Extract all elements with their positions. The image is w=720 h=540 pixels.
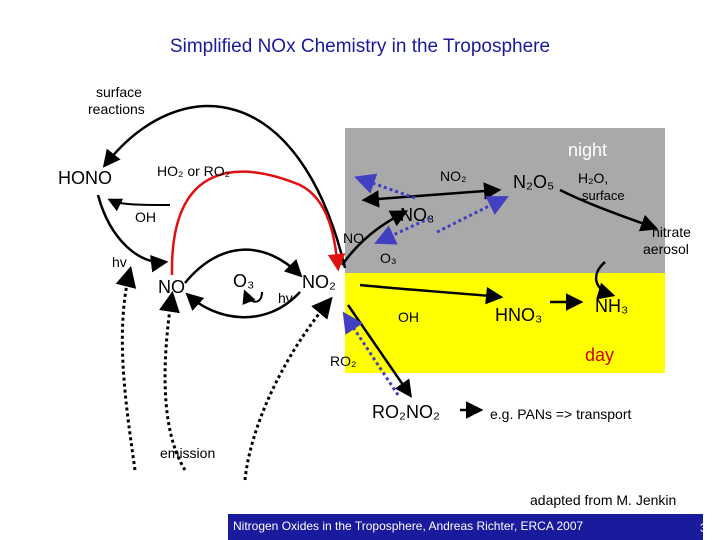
o3-mid-label: O₃ [380, 250, 397, 266]
n2o5-label: N₂O₅ [513, 172, 555, 192]
ro2no2-decay-arrow [342, 311, 400, 396]
no3-photolysis-arrow [354, 173, 416, 200]
night-label: night [568, 140, 608, 160]
n2o5-blue-arrow [436, 196, 509, 234]
footer-bar [228, 514, 703, 540]
n2o5-hydrolysis-arrow [559, 188, 659, 232]
nh3-label: NH₃ [595, 296, 629, 316]
ho2-ro2-label: HO₂ or RO₂ [157, 163, 231, 179]
hv-mid-label: hv [278, 290, 293, 306]
hv-left-label: hv [112, 254, 127, 270]
h2o-label: H₂O, [578, 170, 609, 186]
no2-night-label: NO₂ [440, 168, 467, 184]
day-label: day [585, 345, 615, 365]
no-mid-label: NO [343, 230, 364, 246]
hono-label: HONO [58, 168, 112, 188]
emission-label: emission [160, 445, 216, 461]
oh-left-label: OH [135, 209, 156, 225]
aerosol-label: aerosol [643, 241, 689, 257]
oh-mid-label: OH [398, 309, 419, 325]
emission-no2-arrow [243, 296, 333, 481]
no3-label: NO₃ [400, 205, 435, 225]
oh-no-arrow [107, 198, 171, 212]
surface-reactions-arrow [102, 104, 347, 269]
no2-oh-hno3-arrow [359, 283, 504, 305]
no-o3-arrow [184, 248, 303, 284]
hono-photolysis-arrow [96, 194, 169, 273]
nitrate-label: nitrate [652, 224, 691, 240]
ro2no2-label: RO₂NO₂ [372, 402, 440, 422]
no2-to-no3-arrow [340, 210, 409, 266]
no-main-label: NO [158, 277, 185, 297]
no2-main-label: NO₂ [302, 272, 336, 292]
page-number: 3 [700, 521, 707, 535]
hno3-label: HNO₃ [495, 305, 543, 325]
no2-night-line [361, 182, 502, 208]
no2-photolysis-arrow [185, 291, 301, 319]
nh3-arrow [594, 261, 616, 300]
surface-reactions-label: surface [96, 84, 142, 100]
page-title: Simplified NOx Chemistry in the Troposph… [169, 36, 551, 57]
o3-formation-arrow [242, 289, 263, 305]
ho2-oxidation-arrow [170, 170, 346, 276]
credit-label: adapted from M. Jenkin [530, 492, 677, 508]
o3-main-label: O₃ [233, 271, 255, 291]
pans-label: e.g. PANs => transport [490, 406, 632, 422]
footer-text: Nitrogen Oxides in the Troposphere, Andr… [233, 519, 584, 533]
h2o-surface-label: surface [582, 188, 625, 203]
surface-reactions-label-2: reactions [88, 101, 145, 117]
emission-hono-arrow [115, 265, 137, 471]
ro2-label: RO₂ [330, 353, 357, 369]
emission-no-arrow [159, 290, 187, 471]
